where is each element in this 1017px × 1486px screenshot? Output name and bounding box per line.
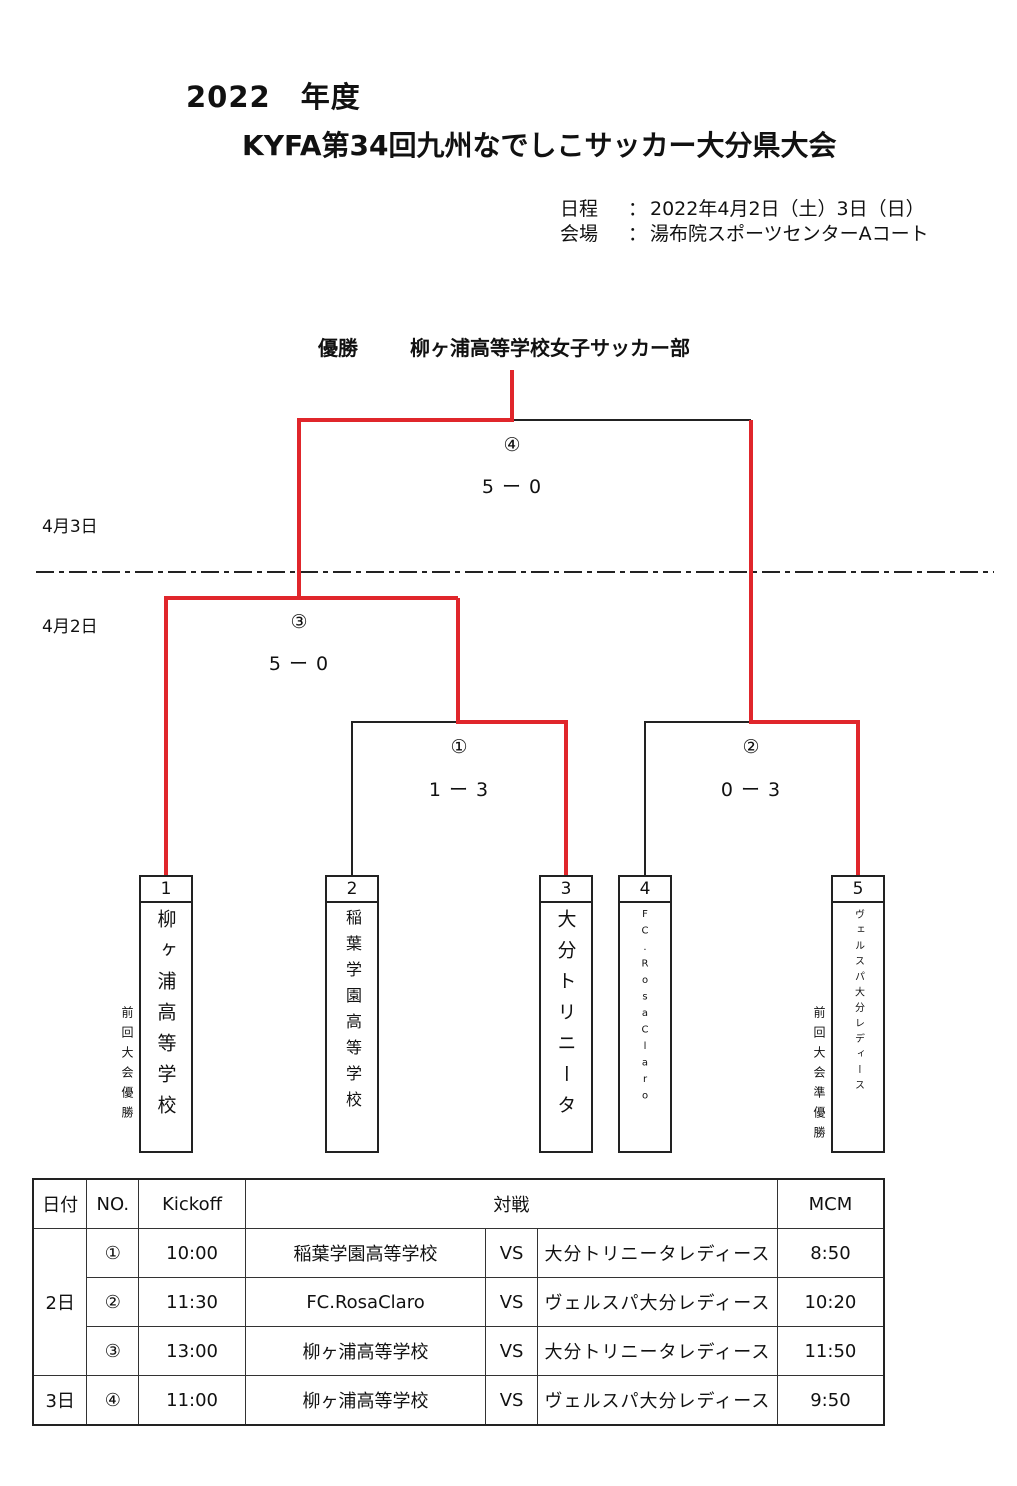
away-cell: ヴェルスパ大分レディース — [536, 1277, 778, 1327]
kickoff-cell: 10:00 — [138, 1228, 246, 1278]
kickoff-cell: 11:00 — [138, 1375, 246, 1426]
no-cell: ① — [86, 1228, 140, 1278]
team-box-3: 3 大分トリニータ — [539, 875, 593, 1153]
venue-info: 会場 ： 湯布院スポーツセンターAコート — [560, 219, 980, 245]
away-cell: 大分トリニータレディース — [536, 1326, 778, 1376]
mcm-cell: 10:20 — [776, 1277, 885, 1327]
team-box-1: 1 柳ヶ浦高等学校 — [139, 875, 193, 1153]
away-cell: 大分トリニータレディース — [536, 1228, 778, 1278]
table-row: ② 11:30 FC.RosaClaro VS ヴェルスパ大分レディース 10:… — [33, 1277, 885, 1327]
team-box-4: 4 FC.RosaClaro — [618, 875, 672, 1153]
bracket-lines — [36, 370, 994, 875]
match-3-score: 5 ー 0 — [268, 653, 330, 675]
team-name: FC.RosaClaro — [639, 909, 651, 1107]
champion-label: 優勝 — [318, 336, 358, 360]
home-cell: FC.RosaClaro — [244, 1277, 487, 1327]
match-4-number: ④ — [503, 434, 521, 456]
match-1-number: ① — [450, 736, 468, 758]
kickoff-cell: 11:30 — [138, 1277, 246, 1327]
venue-label: 会場 — [560, 223, 599, 245]
header-no: NO. — [86, 1178, 140, 1229]
no-cell: ③ — [86, 1326, 140, 1376]
vs-cell: VS — [485, 1375, 538, 1426]
team-5-note: 前回大会準優勝 — [812, 1006, 826, 1146]
team-1-note: 前回大会優勝 — [120, 1006, 134, 1126]
team-name: 柳ヶ浦高等学校 — [154, 909, 177, 1126]
bracket-line-team2 — [351, 721, 458, 875]
header-mcm: MCM — [776, 1178, 885, 1229]
header-date: 日付 — [32, 1178, 88, 1229]
home-cell: 稲葉学園高等学校 — [244, 1228, 487, 1278]
bracket-win-team3 — [456, 598, 568, 875]
no-cell: ② — [86, 1277, 140, 1327]
table-row: 3日 ④ 11:00 柳ヶ浦高等学校 VS ヴェルスパ大分レディース 9:50 — [32, 1375, 885, 1426]
mcm-cell: 11:50 — [776, 1326, 885, 1376]
date-cell: 3日 — [32, 1375, 88, 1426]
bracket-win-final — [297, 370, 514, 598]
match-1-score: 1 ー 3 — [428, 779, 490, 801]
vs-cell: VS — [485, 1277, 538, 1327]
team-name: 大分トリニータ — [554, 909, 577, 1126]
match-2-score: 0 ー 3 — [720, 779, 782, 801]
champion-team: 柳ヶ浦高等学校女子サッカー部 — [410, 336, 690, 360]
schedule-value: 2022年4月2日（土）3日（日） — [650, 198, 925, 220]
team-number: 5 — [833, 877, 883, 903]
vs-cell: VS — [485, 1326, 538, 1376]
no-cell: ④ — [86, 1375, 140, 1426]
day-label-apr3: 4月3日 — [42, 517, 98, 537]
mcm-cell: 9:50 — [776, 1375, 885, 1426]
home-cell: 柳ヶ浦高等学校 — [244, 1326, 487, 1376]
header-kickoff: Kickoff — [138, 1178, 246, 1229]
table-row: ③ 13:00 柳ヶ浦高等学校 VS 大分トリニータレディース 11:50 — [33, 1326, 885, 1376]
mcm-cell: 8:50 — [776, 1228, 885, 1278]
team-number: 3 — [541, 877, 591, 903]
schedule-info: 日程 ： 2022年4月2日（土）3日（日） — [560, 194, 980, 220]
match-3-number: ③ — [290, 611, 308, 633]
bracket-win-team1 — [164, 596, 458, 875]
tournament-title: KYFA第34回九州なでしこサッカー大分県大会 — [242, 129, 837, 162]
bracket-line-team4 — [644, 721, 751, 875]
team-name: 稲葉学園高等学校 — [343, 909, 362, 1117]
team-name: ヴェルスパ大分レディース — [852, 909, 864, 1095]
match-2-number: ② — [742, 736, 760, 758]
team-number: 1 — [141, 877, 191, 903]
year-heading: 2022 年度 — [186, 80, 361, 114]
table-row: 2日 ① 10:00 稲葉学園高等学校 VS 大分トリニータレディース 8:50 — [32, 1228, 885, 1376]
venue-colon: ： — [628, 223, 648, 245]
bracket-win-team5 — [749, 420, 860, 875]
day-label-apr2: 4月2日 — [42, 617, 98, 637]
home-cell: 柳ヶ浦高等学校 — [244, 1375, 487, 1426]
team-box-5: 5 ヴェルスパ大分レディース — [831, 875, 885, 1153]
team-box-2: 2 稲葉学園高等学校 — [325, 875, 379, 1153]
venue-value: 湯布院スポーツセンターAコート — [650, 223, 929, 245]
team-number: 2 — [327, 877, 377, 903]
match-4-score: 5 ー 0 — [481, 476, 543, 498]
kickoff-cell: 13:00 — [138, 1326, 246, 1376]
table-header-row: 日付 NO. Kickoff 対戦 MCM — [32, 1178, 885, 1229]
schedule-label: 日程 — [560, 198, 599, 220]
header-match: 対戦 — [244, 1178, 778, 1229]
schedule-colon: ： — [628, 198, 648, 220]
schedule-table: 日付 NO. Kickoff 対戦 MCM 2日 ① 10:00 稲葉学園高等学… — [32, 1178, 885, 1426]
date-cell: 2日 — [32, 1228, 88, 1376]
away-cell: ヴェルスパ大分レディース — [536, 1375, 778, 1426]
team-number: 4 — [620, 877, 670, 903]
vs-cell: VS — [485, 1228, 538, 1278]
